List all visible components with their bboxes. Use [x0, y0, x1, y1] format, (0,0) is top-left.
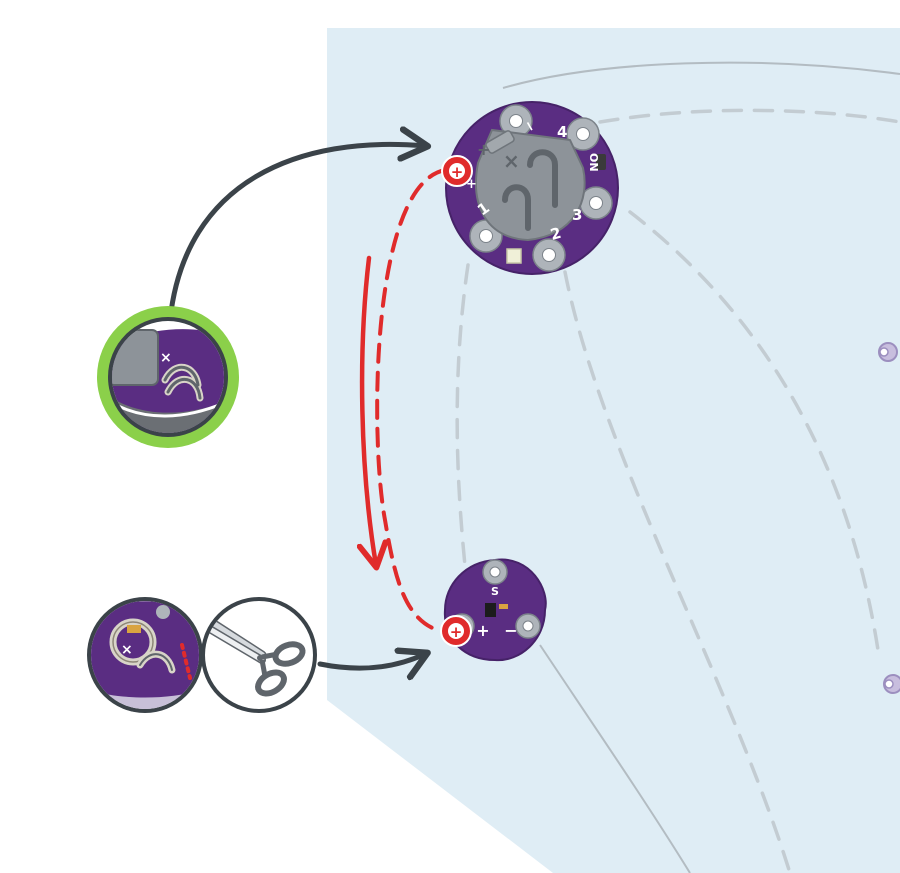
offscreen-board-bottom: [883, 674, 900, 694]
switch-component: [596, 154, 606, 170]
battery-x-label: ×: [503, 149, 520, 173]
battery-plus-label: +: [477, 140, 490, 159]
red-down-arrow: [362, 255, 376, 565]
cut-line: [180, 643, 192, 680]
coin-pin-2: 2: [548, 224, 563, 244]
thread-line-bottom: [539, 644, 691, 873]
coin-plus-icon: +: [451, 163, 464, 181]
sensor-minus-label: −: [504, 621, 517, 640]
knot-cut-icon: [136, 650, 176, 674]
offscreen-board-top: [878, 342, 898, 362]
sensor-signal-label: S: [491, 585, 499, 598]
dashed-connection-line: [375, 168, 447, 633]
led-component: [506, 248, 522, 264]
coin-plus-label: +: [466, 177, 477, 192]
coin-cell-holder: [475, 128, 586, 242]
arrow-to-coin-board: [167, 144, 425, 323]
coin-pin-3: 3: [572, 206, 582, 224]
coin-pin-4: 4: [557, 123, 567, 141]
guide-arc-middle: [563, 270, 792, 873]
light-sensor-board: S + − +: [440, 558, 547, 662]
thread-line-top: [502, 61, 900, 89]
coin-cell-board: 1 2 3 4 − + + × ON +: [441, 101, 619, 275]
switch-on-label: ON: [587, 153, 600, 172]
guide-arc-outer: [628, 210, 880, 652]
detail-tied-knot: ×: [97, 306, 239, 448]
knot-icon: [161, 364, 204, 402]
arrow-to-sensor-board: [317, 654, 425, 668]
sensor-chip: [485, 603, 496, 617]
detail-cut-thread: ×: [87, 597, 203, 713]
fabric-panel: [327, 28, 900, 873]
detail-scissors: [201, 597, 317, 713]
tied-x-label: ×: [160, 350, 172, 366]
sensor-plus-label: +: [476, 621, 489, 640]
sensor-plus-icon: +: [450, 623, 463, 641]
guide-arc-top: [598, 108, 900, 124]
cut-x-label: ×: [121, 642, 133, 658]
sensor-plus-marker: +: [440, 615, 472, 647]
coin-plus-marker: +: [441, 155, 473, 187]
